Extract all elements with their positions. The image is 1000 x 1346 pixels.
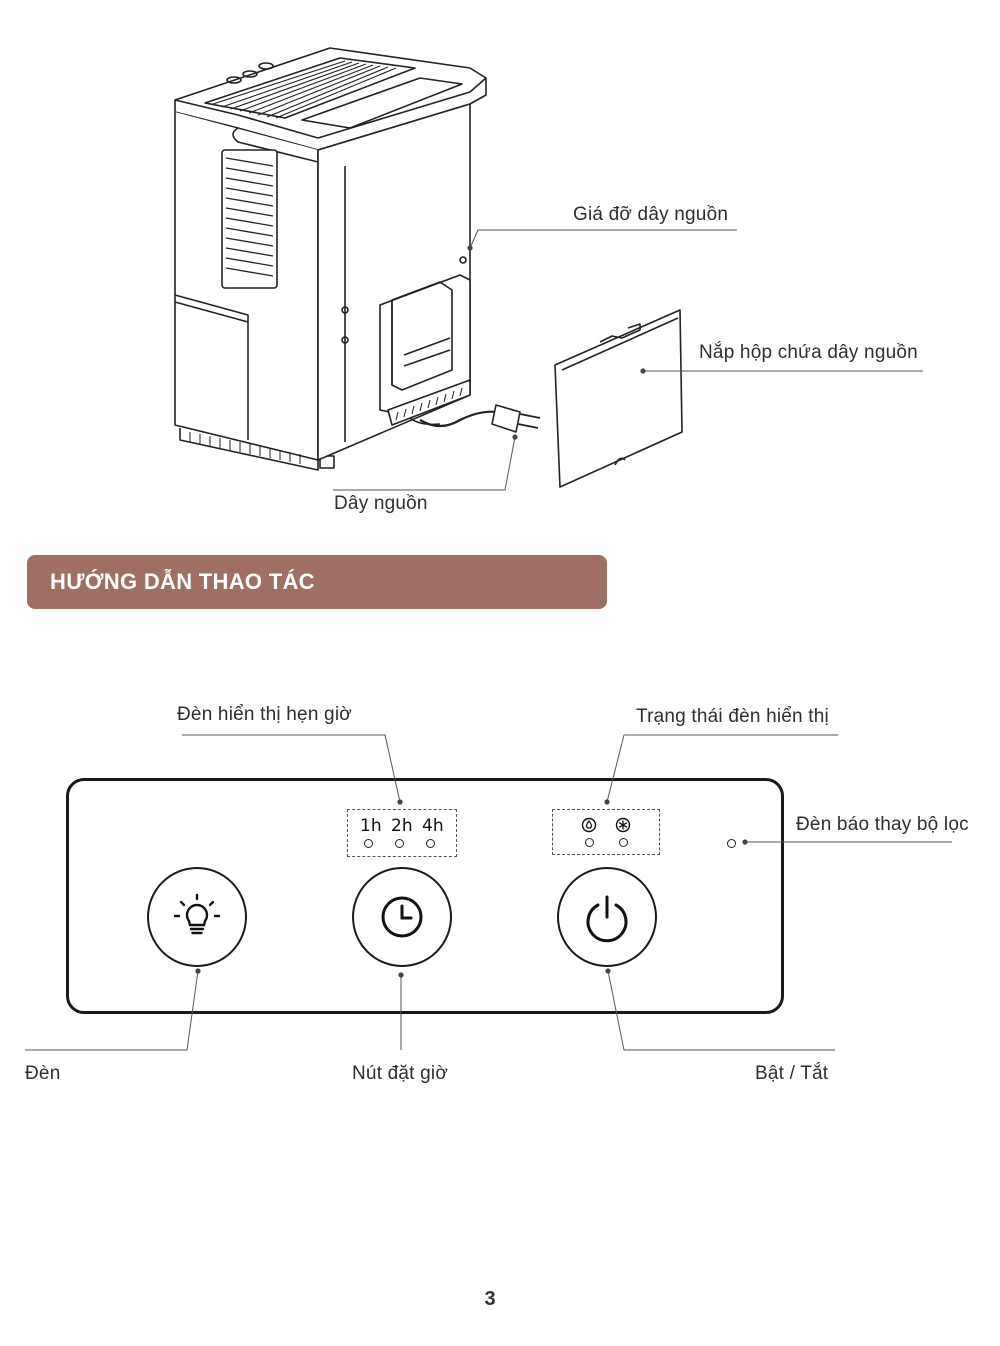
timer-button[interactable] xyxy=(352,867,452,967)
power-button[interactable] xyxy=(557,867,657,967)
filter-indicator-label: Đèn báo thay bộ lọc xyxy=(796,814,969,835)
water-drop-icon xyxy=(581,817,597,833)
timer-led-2h xyxy=(395,839,404,848)
snowflake-icon xyxy=(615,817,631,833)
dehumidifier-illustration xyxy=(174,47,923,491)
timer-option-2h: 2h xyxy=(391,816,413,836)
timer-indicator-box: 1h 2h 4h xyxy=(347,809,457,857)
lightbulb-icon xyxy=(173,893,221,935)
power-icon xyxy=(586,895,628,943)
timer-indicator-label: Đèn hiển thị hẹn giờ xyxy=(177,704,352,725)
light-button[interactable] xyxy=(147,867,247,967)
page-number: 3 xyxy=(484,1288,496,1310)
cord-box-cover-label: Nắp hộp chứa dây nguồn xyxy=(699,342,918,363)
timer-led-4h xyxy=(426,839,435,848)
clock-icon xyxy=(381,896,423,938)
light-button-label: Đèn xyxy=(25,1063,61,1084)
status-indicator-label: Trạng thái đèn hiển thị xyxy=(636,706,829,727)
timer-option-4h: 4h xyxy=(422,816,444,836)
cord-holder-label: Giá đỡ dây nguồn xyxy=(573,204,729,225)
status-indicator-box xyxy=(552,809,660,855)
power-button-label: Bật / Tắt xyxy=(755,1063,829,1084)
status-led-cool xyxy=(619,838,628,847)
timer-option-1h: 1h xyxy=(360,816,382,836)
section-header: HƯỚNG DẪN THAO TÁC xyxy=(27,555,607,609)
status-led-dehumidify xyxy=(585,838,594,847)
power-cord-label: Dây nguồn xyxy=(334,493,428,514)
section-title: HƯỚNG DẪN THAO TÁC xyxy=(50,569,315,594)
control-panel: 1h 2h 4h xyxy=(66,778,784,1014)
timer-button-label: Nút đặt giờ xyxy=(352,1063,448,1084)
filter-indicator-led xyxy=(727,839,736,848)
timer-led-1h xyxy=(364,839,373,848)
